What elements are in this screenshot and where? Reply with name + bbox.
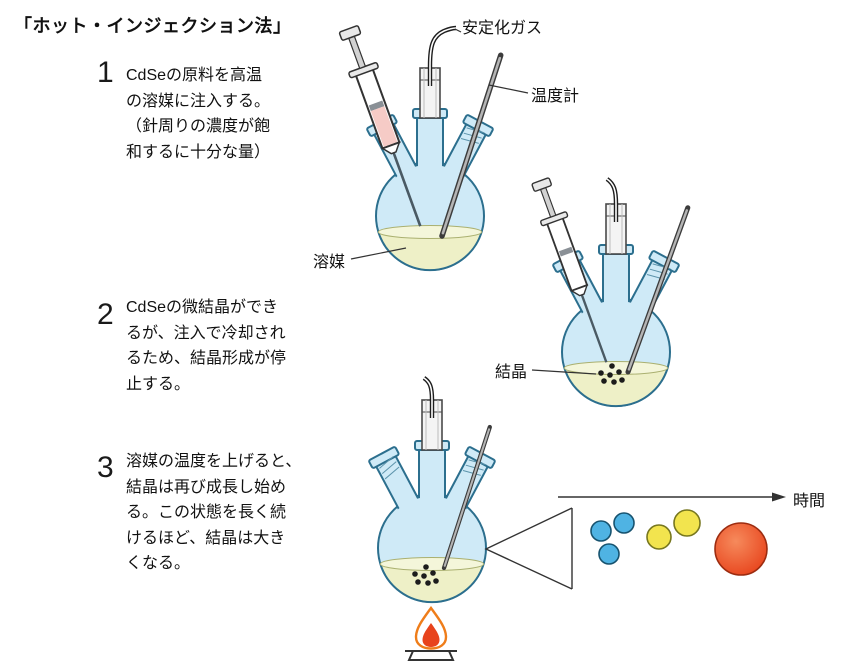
label-time: 時間 — [793, 493, 826, 510]
step-1-text: CdSeの原料を高温 の溶媒に注入する。 （針周りの濃度が飽 和するに十分な量） — [126, 67, 271, 161]
label-stabilizing-gas: 安定化ガス — [462, 20, 543, 37]
apparatus-step1 — [333, 22, 500, 270]
step-3-number: 3 — [97, 451, 114, 484]
flame-icon — [414, 605, 448, 650]
time-arrow — [558, 492, 786, 502]
leader-lines — [350, 28, 597, 375]
leader-thermometer — [488, 84, 529, 94]
label-solvent: 溶媒 — [313, 254, 346, 271]
crystal-growth-particles — [590, 509, 768, 576]
page-title: 「ホット・インジェクション法」 — [14, 16, 292, 36]
particle-yellow — [673, 509, 701, 537]
step-3-text: 溶媒の温度を上げると、 結晶は再び成長し始め る。この状態を長く続 けるほど、結… — [126, 453, 302, 573]
particle-blue — [598, 543, 620, 565]
syringe-icon — [333, 22, 436, 233]
burner-stand-icon — [405, 650, 457, 661]
gas-tube-icon — [605, 177, 619, 222]
particle-red — [714, 522, 768, 576]
gas-tube-icon — [427, 25, 457, 86]
particle-blue — [613, 512, 635, 534]
particle-blue — [590, 520, 612, 542]
apparatus-step3 — [369, 376, 496, 602]
leader-solvent — [350, 247, 407, 260]
label-thermometer: 温度計 — [531, 88, 580, 105]
leader-stabilizing-gas — [454, 28, 462, 33]
gas-tube-icon — [422, 376, 435, 418]
label-crystal: 結晶 — [495, 364, 528, 381]
step-2-text: CdSeの微結晶ができ るが、注入で冷却され るため、結晶形成が停 止する。 — [126, 299, 287, 393]
step-1-number: 1 — [97, 56, 114, 89]
bracket — [484, 507, 573, 590]
step-2-number: 2 — [97, 298, 114, 331]
particle-yellow — [646, 524, 672, 550]
apparatus-step2 — [526, 174, 687, 406]
leader-crystal — [531, 369, 597, 375]
